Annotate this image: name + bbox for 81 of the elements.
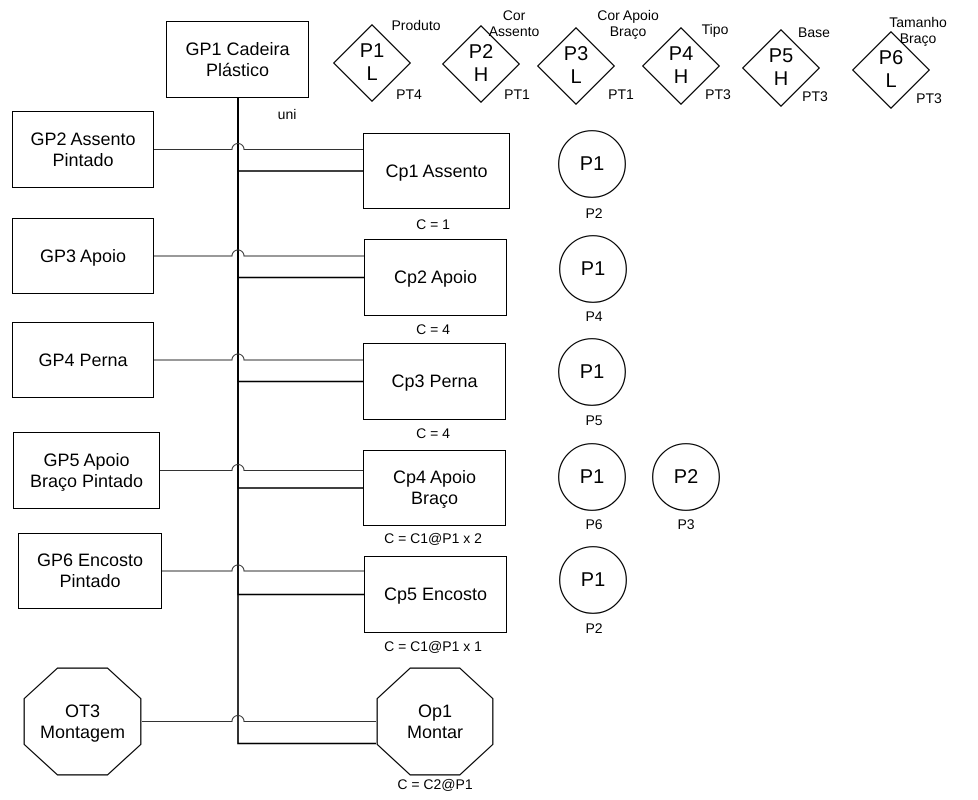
process-box [363, 133, 510, 209]
connector-line [160, 464, 364, 471]
annotation-label: C = C2@P1 [396, 776, 474, 792]
annotation-label: Cor Assento [488, 7, 540, 40]
process-box [12, 218, 154, 294]
parameter-circle [559, 546, 627, 614]
parameter-circle [558, 443, 626, 511]
annotation-label: PT3 [801, 88, 829, 104]
node-label: GP5 Apoio Braço Pintado [28, 450, 144, 492]
node-label: OT3 Montagem [38, 700, 126, 742]
annotation-label: P3 [676, 516, 696, 532]
node-label: Cp5 Encosto [382, 584, 488, 605]
node-label: P1 [580, 568, 606, 592]
annotation-label: Cor Apoio Braço [596, 7, 660, 40]
process-box [12, 322, 154, 398]
node-label: GP1 Cadeira Plástico [184, 38, 291, 80]
node-label: GP4 Perna [37, 350, 129, 370]
node-label: P3 [562, 43, 590, 66]
annotation-label: C = 4 [415, 321, 451, 338]
node-label: P4 [668, 43, 694, 66]
node-label: GP6 Encosto Pintado [36, 550, 144, 592]
annotation-label: P2 [584, 205, 604, 222]
node-label: P6 [878, 47, 904, 70]
annotation-label: C = 4 [415, 425, 451, 442]
node-label: GP2 Assento Pintado [29, 128, 137, 170]
node-label: L [569, 66, 583, 89]
process-box [166, 21, 309, 98]
node-label: Cp4 Apoio Braço [392, 467, 478, 509]
node-label: Cp2 Apoio [392, 267, 478, 288]
node-label: P2 [468, 41, 494, 64]
node-label: GP3 Apoio [38, 246, 128, 266]
connector-line [142, 715, 376, 722]
parameter-circle [559, 235, 627, 303]
parameter-circle [558, 130, 626, 198]
annotation-label: C = C1@P1 x 2 [383, 530, 483, 546]
connector-line [154, 250, 364, 256]
node-label: P1 [578, 152, 606, 176]
operation-octagon [23, 667, 142, 776]
process-box [18, 533, 162, 609]
process-box [13, 432, 160, 509]
process-box [363, 450, 506, 526]
node-label: Cp1 Assento [384, 160, 489, 182]
annotation-label: C = C1@P1 x 1 [383, 638, 483, 654]
node-label: P1 [578, 466, 606, 488]
annotation-label: P6 [584, 516, 604, 532]
annotation-label: P2 [584, 620, 604, 636]
annotation-label: Base [797, 24, 831, 40]
node-label: Cp3 Perna [390, 371, 479, 392]
annotation-label: Tamanho Braço [888, 14, 948, 46]
annotation-label: P5 [584, 412, 604, 428]
process-box [364, 239, 507, 316]
connector-line [162, 564, 364, 572]
annotation-label: PT4 [395, 86, 423, 102]
annotation-label: PT3 [704, 86, 732, 102]
node-label: P1 [578, 360, 606, 384]
annotation-label: PT1 [503, 86, 531, 102]
node-label: P1 [358, 40, 386, 63]
connector-line [154, 143, 364, 150]
operation-octagon [376, 667, 494, 776]
node-label: Op1 Montar [406, 700, 464, 742]
node-label: H [472, 64, 490, 87]
parameter-circle [558, 338, 626, 406]
node-label: P5 [768, 45, 794, 68]
annotation-label: P4 [584, 308, 604, 324]
process-box [12, 111, 154, 188]
process-box [364, 556, 507, 633]
node-label: L [365, 63, 379, 86]
node-label: H [672, 66, 690, 89]
node-label: L [884, 70, 898, 93]
annotation-label: uni [276, 106, 298, 122]
process-box [363, 343, 506, 420]
node-label: P2 [672, 466, 700, 488]
annotation-label: PT1 [607, 86, 635, 102]
annotation-label: PT3 [915, 90, 943, 106]
annotation-label: Tipo [700, 21, 730, 38]
annotation-label: Produto [390, 17, 442, 34]
node-label: P1 [580, 258, 606, 280]
parameter-circle [652, 443, 720, 511]
node-label: H [772, 68, 790, 91]
connector-line [154, 354, 364, 360]
annotation-label: C = 1 [415, 216, 451, 232]
